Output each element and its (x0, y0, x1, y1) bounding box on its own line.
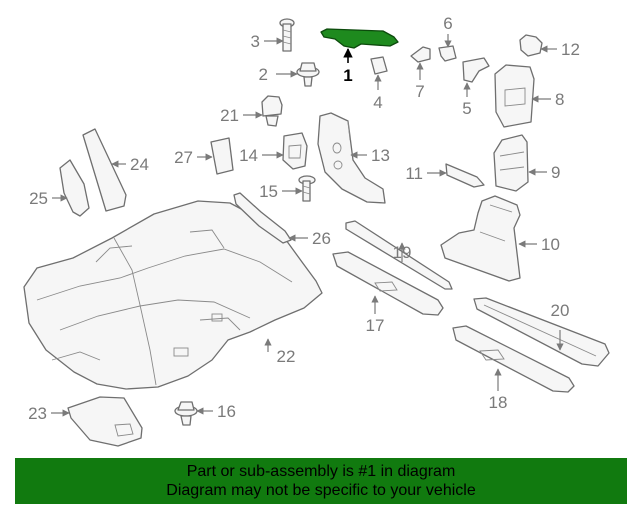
callout-3: 3 (251, 32, 260, 51)
part-9-bracket[interactable] (493, 134, 529, 192)
callout-9: 9 (551, 163, 560, 182)
callout-15: 15 (259, 182, 278, 201)
callout-12: 12 (561, 40, 580, 59)
callout-7: 7 (415, 82, 424, 101)
callout-23: 23 (28, 404, 47, 423)
callout-13: 13 (371, 146, 390, 165)
callout-16: 16 (217, 402, 236, 421)
part-15-screw[interactable] (298, 175, 316, 202)
part-21-clip[interactable] (261, 95, 283, 127)
part-18-sill-plate[interactable] (452, 325, 575, 393)
callout-4: 4 (373, 93, 382, 112)
callout-22: 22 (277, 347, 296, 366)
callout-21: 21 (220, 106, 239, 125)
callout-24: 24 (130, 155, 149, 174)
callout-labels: 1 2 3 4 5 6 7 8 9 10 11 12 13 14 15 16 1… (28, 14, 580, 423)
callout-8: 8 (555, 90, 564, 109)
banner-line-2: Diagram may not be specific to your vehi… (166, 482, 476, 499)
part-20-sill-trim[interactable] (473, 297, 610, 367)
part-7-clip[interactable] (410, 46, 431, 63)
callout-6: 6 (443, 14, 452, 33)
part-19-strip[interactable] (345, 220, 453, 290)
part-12-clip[interactable] (519, 34, 543, 57)
callout-19: 19 (393, 243, 412, 262)
callout-25: 25 (29, 189, 48, 208)
leader-lines (51, 34, 564, 417)
part-10-pillar-trim[interactable] (440, 195, 521, 282)
notice-banner: Part or sub-assembly is #1 in diagram Di… (15, 458, 627, 504)
callout-11: 11 (405, 164, 423, 183)
callout-20: 20 (551, 301, 570, 320)
parts-diagram: 1 2 3 4 5 6 7 8 9 10 11 12 13 14 15 16 1… (23, 14, 610, 447)
callout-5: 5 (462, 99, 471, 118)
banner-line-1: Part or sub-assembly is #1 in diagram (186, 463, 456, 480)
part-24-panel[interactable] (82, 128, 127, 212)
part-14-bracket[interactable] (282, 132, 308, 170)
part-25-bracket[interactable] (59, 159, 90, 217)
part-16-clip[interactable] (174, 401, 198, 426)
callout-17: 17 (366, 316, 385, 335)
part-23-tray[interactable] (67, 396, 143, 447)
part-27-clip[interactable] (210, 137, 234, 175)
part-11-strip[interactable] (445, 163, 485, 188)
part-17-sill-plate[interactable] (332, 251, 444, 316)
part-1-trim-panel[interactable] (320, 28, 399, 49)
part-4-clip[interactable] (370, 56, 388, 75)
callout-1: 1 (343, 66, 352, 85)
part-22-floor-carpet[interactable] (23, 200, 323, 390)
callout-26: 26 (312, 229, 331, 248)
part-3-screw[interactable] (279, 18, 295, 52)
callout-2: 2 (259, 65, 268, 84)
part-5-bracket[interactable] (462, 57, 490, 83)
callout-18: 18 (489, 393, 508, 412)
part-6-clip[interactable] (438, 45, 457, 62)
callout-10: 10 (541, 235, 560, 254)
callout-14: 14 (239, 146, 258, 165)
part-8-trim-cover[interactable] (494, 64, 535, 128)
callout-27: 27 (174, 148, 193, 167)
part-2-clip[interactable] (296, 62, 320, 87)
